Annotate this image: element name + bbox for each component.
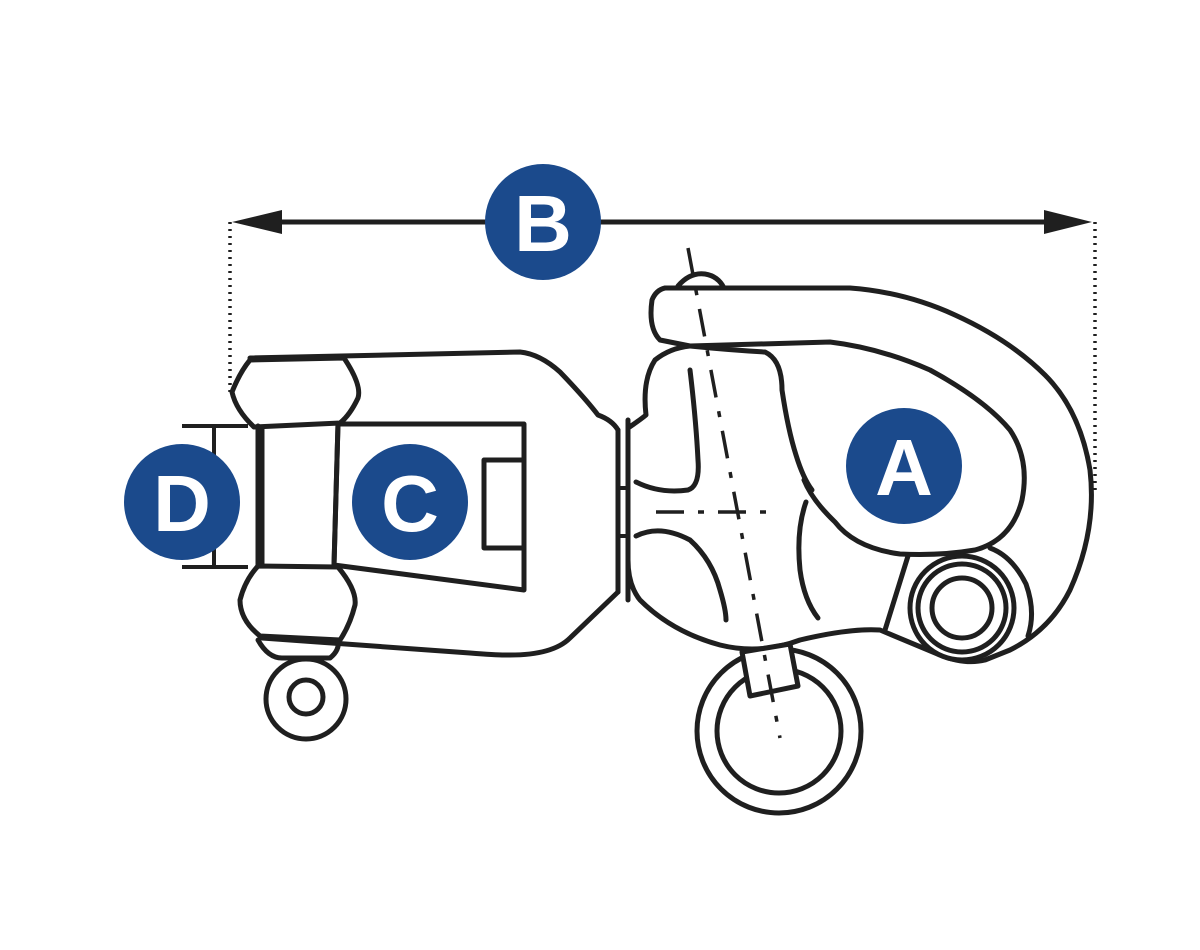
badge-a: A	[846, 408, 962, 524]
shackle-hook-inner	[687, 339, 1027, 557]
badge-b-label: B	[514, 179, 572, 268]
swivel-bottom-eye-hole	[286, 677, 326, 717]
shackle-side-ring-hole	[929, 575, 995, 641]
shackle-ring-lug-edge	[882, 553, 911, 633]
shackle-body-lower-curve	[633, 528, 729, 623]
badge-c: C	[352, 444, 468, 560]
swivel-pin-block	[481, 457, 527, 551]
swivel-nut-edge-right	[331, 421, 341, 569]
badge-b: B	[485, 164, 601, 280]
badge-a-circle	[846, 408, 962, 524]
shackle-body-right-curve	[796, 499, 821, 621]
pin-centerline	[686, 247, 782, 739]
badge-c-label: C	[381, 459, 439, 548]
trip-pin-block	[739, 641, 801, 699]
badge-d-circle	[124, 444, 240, 560]
dimension-b	[228, 210, 1097, 492]
badge-c-circle	[352, 444, 468, 560]
dimension-b-right-arrow	[1044, 210, 1092, 234]
dimension-b-left-arrow	[232, 210, 282, 234]
snap-shackle	[625, 247, 1094, 816]
badge-d-label: D	[153, 459, 211, 548]
swivel-upper-nut	[229, 355, 362, 430]
swivel-bottom-eye	[263, 656, 349, 742]
shackle-top-pin-cap	[675, 271, 727, 291]
badge-a-label: A	[875, 423, 933, 512]
shackle-ring-lug	[987, 545, 1034, 639]
shackle-side-ring-inner	[915, 561, 1009, 655]
badge-d: D	[124, 444, 240, 560]
swivel-lower-nut	[237, 563, 358, 643]
shackle-body-upper-curve	[633, 367, 701, 494]
shackle-body-cheek	[687, 343, 815, 493]
badge-b-circle	[485, 164, 601, 280]
